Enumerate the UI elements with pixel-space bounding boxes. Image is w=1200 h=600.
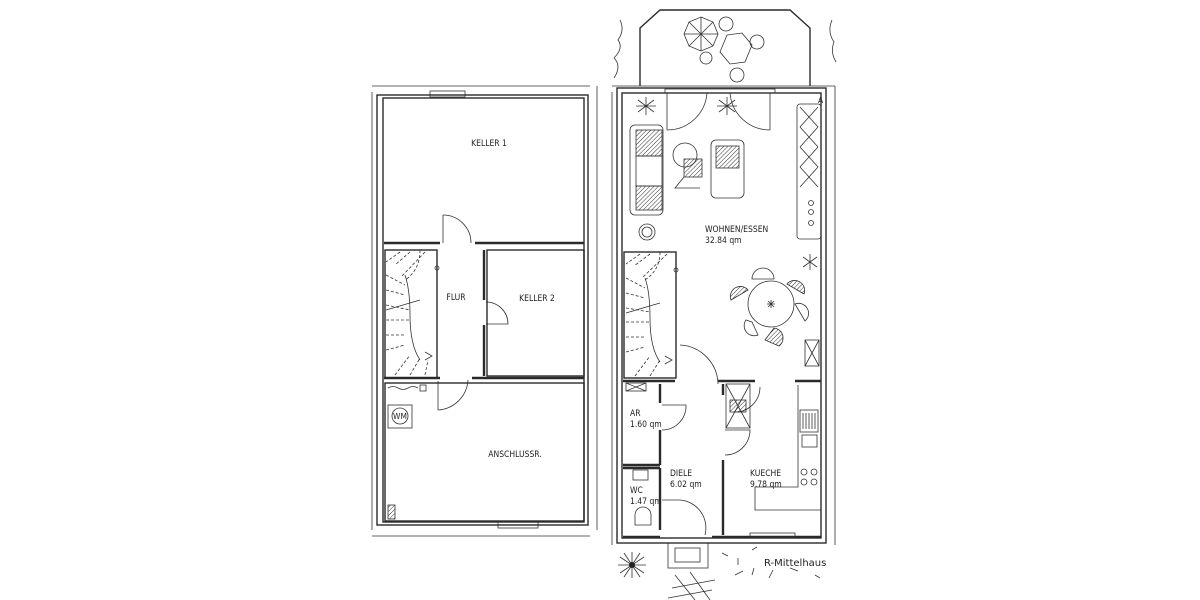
room-area-kueche: 9.78 qm bbox=[750, 480, 782, 490]
room-label-flur: FLUR bbox=[446, 293, 466, 303]
room-label-ar: AR bbox=[630, 409, 641, 419]
terrace bbox=[613, 9, 837, 86]
room-label-anschlussraum: ANSCHLUSSR. bbox=[488, 450, 541, 460]
shrub-icon bbox=[618, 552, 646, 578]
basement-plan: WM KELLER 1 FLUR KELLER 2 ANSCHLUSSR. bbox=[371, 85, 598, 537]
ground-floor-plan: A bbox=[611, 9, 837, 600]
room-label-kueche: KUECHE bbox=[750, 469, 781, 479]
room-area-wohnen-essen: 32.84 qm bbox=[705, 236, 742, 246]
room-label-keller2: KELLER 2 bbox=[519, 294, 555, 304]
washing-machine-icon: WM bbox=[387, 404, 413, 429]
staircase-basement bbox=[385, 249, 440, 376]
svg-text:A: A bbox=[818, 96, 824, 105]
room-label-keller1: KELLER 1 bbox=[471, 139, 507, 149]
room-area-ar: 1.60 qm bbox=[630, 420, 662, 430]
umbrella-icon bbox=[683, 16, 719, 52]
staircase-ground bbox=[625, 251, 679, 377]
plant-icon bbox=[636, 97, 818, 270]
room-label-wohnen-essen: WOHNEN/ESSEN bbox=[705, 225, 768, 235]
toilet-icon bbox=[634, 506, 652, 526]
svg-text:WM: WM bbox=[393, 412, 407, 421]
dining-table bbox=[730, 267, 809, 347]
room-label-wc: WC bbox=[630, 486, 643, 496]
room-area-wc: 1.47 qm bbox=[630, 497, 662, 507]
armchair bbox=[710, 139, 745, 199]
room-label-diele: DIELE bbox=[670, 469, 692, 479]
shelf-unit: A bbox=[796, 96, 824, 240]
plan-caption: R-Mittelhaus bbox=[764, 558, 826, 569]
room-area-diele: 6.02 qm bbox=[670, 480, 702, 490]
sofa bbox=[629, 124, 664, 216]
